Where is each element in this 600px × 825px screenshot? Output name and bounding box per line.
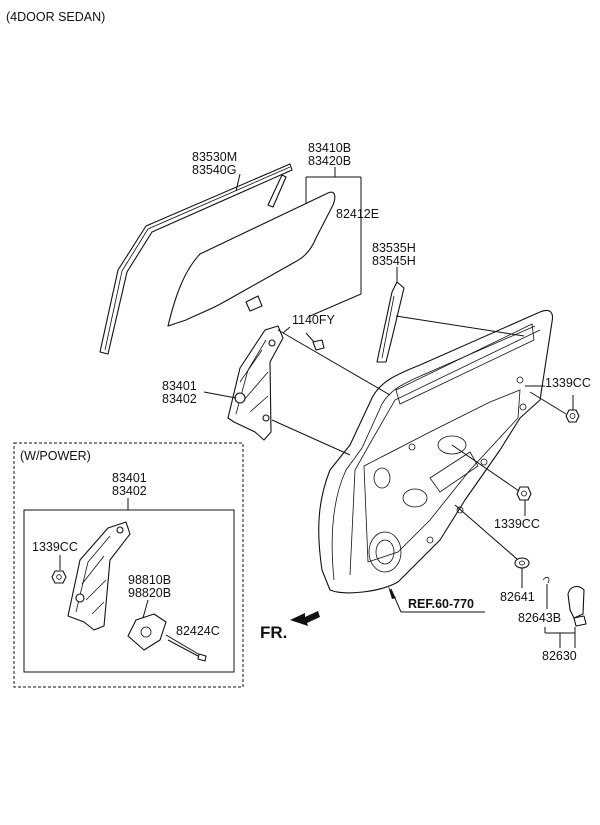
label-82641: 82641 — [500, 590, 535, 604]
bolt-1140fy — [305, 332, 325, 351]
nut-1339cc-right — [565, 409, 580, 423]
label-83545h: 83545H — [372, 254, 416, 268]
label-82412e: 82412E — [336, 207, 379, 221]
label-1140fy: 1140FY — [292, 313, 336, 327]
glass-run-channel — [99, 163, 293, 355]
box-label-82424c: 82424C — [176, 624, 220, 638]
label-83410b: 83410B — [308, 141, 351, 155]
front-arrow: FR. — [260, 611, 320, 642]
leader-lines — [203, 167, 576, 648]
variant-label: (4DOOR SEDAN) — [6, 10, 105, 24]
clip-82643b — [542, 577, 550, 584]
box-label-1339cc: 1339CC — [32, 540, 78, 554]
fr-label: FR. — [260, 623, 287, 642]
box-label-98820b: 98820B — [128, 586, 171, 600]
door-panel — [318, 309, 554, 594]
label-1339cc-right: 1339CC — [545, 376, 591, 390]
label-83402: 83402 — [162, 392, 197, 406]
nut-1339cc-mid — [516, 486, 532, 501]
window-regulator — [227, 325, 284, 441]
label-82630: 82630 — [542, 649, 577, 663]
label-83401: 83401 — [162, 379, 197, 393]
washer-82641 — [514, 557, 530, 569]
door-glass — [167, 191, 336, 327]
handle-82630 — [567, 585, 587, 627]
label-ref: REF.60-770 — [408, 597, 474, 611]
box-label-83401: 83401 — [112, 471, 147, 485]
power-window-box: (W/POWER) 83401 83402 1339CC 98810B 9882… — [13, 442, 244, 688]
label-83535h: 83535H — [372, 241, 416, 255]
label-82643b: 82643B — [518, 611, 561, 625]
label-83530m: 83530M — [192, 150, 237, 164]
label-1339cc-mid: 1339CC — [494, 517, 540, 531]
box-label-83402: 83402 — [112, 484, 147, 498]
box-label-98810b: 98810B — [128, 573, 171, 587]
power-box-label: (W/POWER) — [20, 449, 91, 463]
label-83540g: 83540G — [192, 163, 236, 177]
label-83420b: 83420B — [308, 154, 351, 168]
glass-rear-channel — [376, 281, 405, 363]
